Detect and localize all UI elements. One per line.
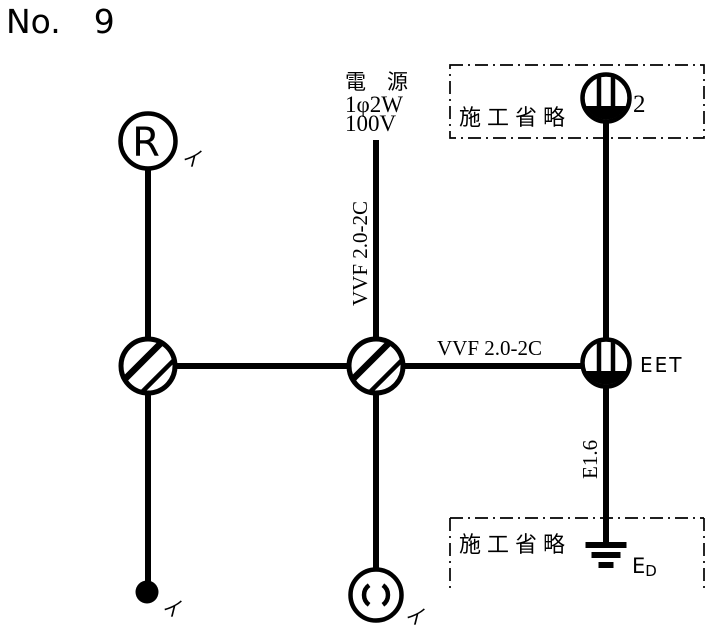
power-source-line2: 1φ2W xyxy=(345,92,403,117)
ceiling-rosette-right-arc xyxy=(381,583,391,607)
lamp-receptacle-circuit-label: イ xyxy=(181,149,202,171)
joint-box-left-hatching xyxy=(122,340,174,392)
lamp-receptacle-circle xyxy=(118,111,178,171)
eet-outlet-symbol: EET xyxy=(580,337,684,389)
earth-label-sub: D xyxy=(645,562,657,580)
ground-wire-label: E1.6 xyxy=(578,440,602,479)
double-outlet-quantity-label: 2 xyxy=(633,91,646,118)
double-outlet-fill xyxy=(584,106,628,120)
ceiling-rosette-circle xyxy=(348,567,404,623)
lamp-receptacle-symbol: R イ xyxy=(118,111,202,171)
site-omitted-box-top: 施工省略 xyxy=(449,64,705,139)
switch-circuit-label: イ xyxy=(161,599,182,621)
joint-box-center-symbol xyxy=(346,336,406,396)
power-source-label: 電 源 1φ2W 100V xyxy=(345,70,408,136)
source-cable-label: VVF 2.0-2C xyxy=(348,201,372,306)
switch-symbol: イ xyxy=(135,580,182,621)
site-omitted-box-top-border xyxy=(449,64,705,139)
lamp-receptacle-letter: R xyxy=(132,120,160,166)
earth-symbol: ED xyxy=(585,542,657,580)
power-source-line3: 100V xyxy=(345,111,397,136)
joint-box-center-hatching xyxy=(350,340,402,392)
ceiling-rosette-left-arc xyxy=(361,583,371,607)
site-omitted-bottom-label: 施工省略 xyxy=(459,532,571,557)
eet-outlet-fill xyxy=(584,371,628,385)
site-omitted-top-label: 施工省略 xyxy=(459,105,571,130)
site-omitted-box-bottom: 施工省略 xyxy=(449,517,705,588)
eet-outlet-bars xyxy=(596,341,616,373)
joint-box-center-circle xyxy=(346,336,406,396)
page-title: No. 9 xyxy=(6,2,115,41)
outlet-cable-label: VVF 2.0-2C xyxy=(437,336,542,360)
eet-outlet-label: EET xyxy=(640,353,684,377)
ceiling-rosette-circuit-label: イ xyxy=(404,607,425,629)
double-outlet-symbol: 2 xyxy=(580,72,646,124)
joint-box-left-circle xyxy=(118,336,178,396)
earth-label: ED xyxy=(632,554,657,580)
ceiling-rosette-symbol: イ xyxy=(348,567,425,629)
double-outlet-bars xyxy=(596,76,616,108)
joint-box-left-symbol xyxy=(118,336,178,396)
earth-label-main: E xyxy=(632,554,645,578)
switch-dot xyxy=(135,580,159,604)
power-source-line1: 電 源 xyxy=(345,70,408,94)
